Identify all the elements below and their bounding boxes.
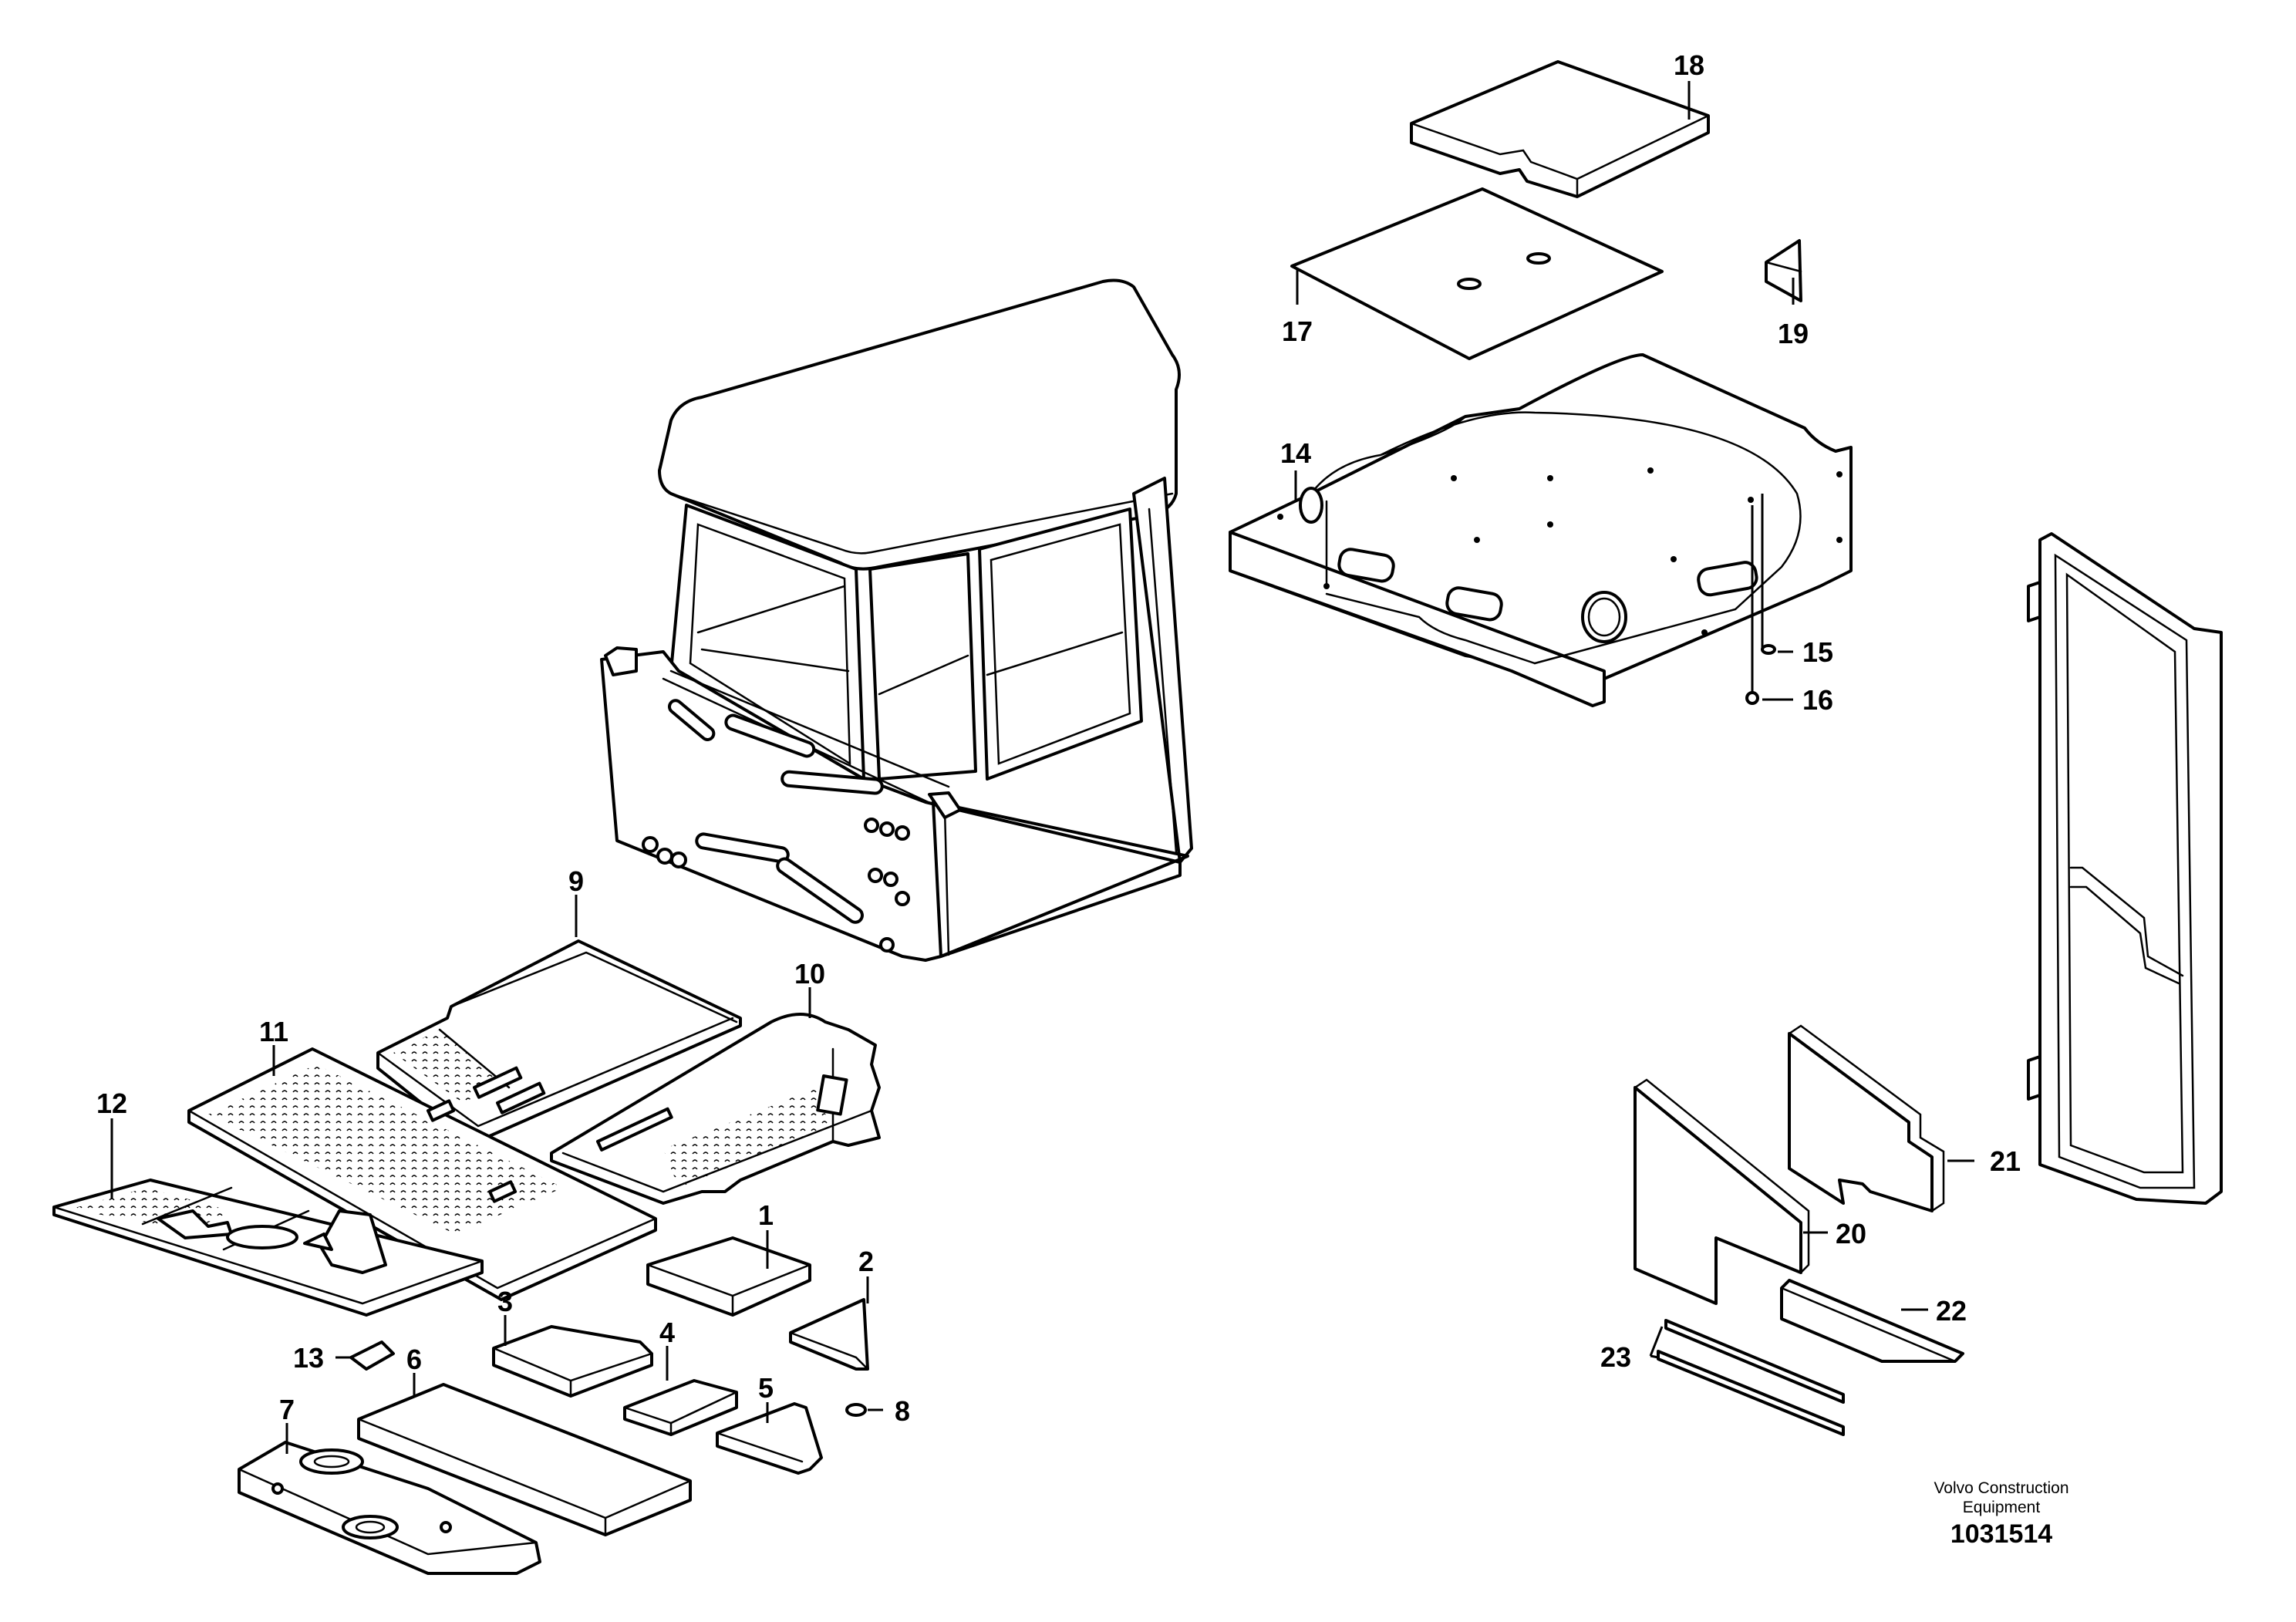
- part-7-floor-plate: [238, 1441, 541, 1575]
- callout-13: 13: [293, 1342, 324, 1374]
- door-frame: [2027, 532, 2223, 1205]
- part-11-floor-mat: [187, 1047, 657, 1301]
- part-1-block: [646, 1236, 811, 1317]
- callout-2: 2: [858, 1246, 874, 1277]
- callout-11: 11: [259, 1016, 288, 1047]
- callout-1: 1: [758, 1199, 774, 1231]
- brand-line-1: Volvo Construction: [1934, 1479, 2069, 1497]
- part-17-roof-panel: [1290, 187, 1664, 360]
- callout-23: 23: [1600, 1341, 1631, 1373]
- part-5-block: [716, 1402, 823, 1475]
- callout-19: 19: [1778, 318, 1809, 349]
- callout-14: 14: [1280, 437, 1311, 469]
- callout-10: 10: [794, 958, 825, 990]
- callout-6: 6: [406, 1344, 422, 1375]
- callout-8: 8: [895, 1395, 910, 1427]
- callout-4: 4: [659, 1317, 675, 1348]
- part-2-triangle-block: [789, 1298, 869, 1371]
- callout-15: 15: [1802, 636, 1833, 668]
- part-6-board: [357, 1383, 692, 1536]
- callout-17: 17: [1282, 315, 1313, 347]
- brand-line-2: Equipment: [1962, 1499, 2041, 1516]
- callout-9: 9: [568, 865, 584, 897]
- callout-22: 22: [1936, 1295, 1967, 1327]
- callout-20: 20: [1836, 1218, 1866, 1249]
- cab-body: [600, 278, 1193, 962]
- part-3-block: [492, 1325, 653, 1398]
- callout-3: 3: [497, 1286, 513, 1317]
- callout-5: 5: [758, 1372, 774, 1404]
- callout-16: 16: [1802, 684, 1833, 716]
- part-21-side-panel: [1788, 1024, 1945, 1212]
- part-20-side-panel: [1633, 1078, 1810, 1305]
- part-4-block: [623, 1379, 738, 1436]
- callout-numbers: 1 2 3 4 5 6 7 8 9 10 11 12 13 14 15 16 1…: [96, 49, 2021, 1427]
- callout-7: 7: [279, 1394, 295, 1425]
- leader-lines: [110, 81, 1974, 1454]
- part-15-16-fasteners: [1745, 494, 1776, 705]
- callout-18: 18: [1674, 49, 1704, 81]
- part-22-strip: [1780, 1279, 1964, 1363]
- part-19-triangle-pad: [1765, 239, 1802, 302]
- brand-caption: Volvo Construction Equipment: [1905, 1479, 2098, 1517]
- document-number: 1031514: [1950, 1519, 2053, 1549]
- callout-21: 21: [1990, 1145, 2021, 1177]
- part-18-roof-insulation: [1410, 60, 1710, 198]
- part-12-floor-mat: [52, 1179, 484, 1317]
- part-23-seal-strips: [1657, 1319, 1845, 1436]
- part-13-small-pad: [349, 1340, 395, 1371]
- part-14-roof-liner: [1229, 353, 1853, 707]
- part-8-washer: [845, 1403, 867, 1417]
- part-10-floor-mat: [550, 1013, 881, 1205]
- callout-12: 12: [96, 1088, 127, 1119]
